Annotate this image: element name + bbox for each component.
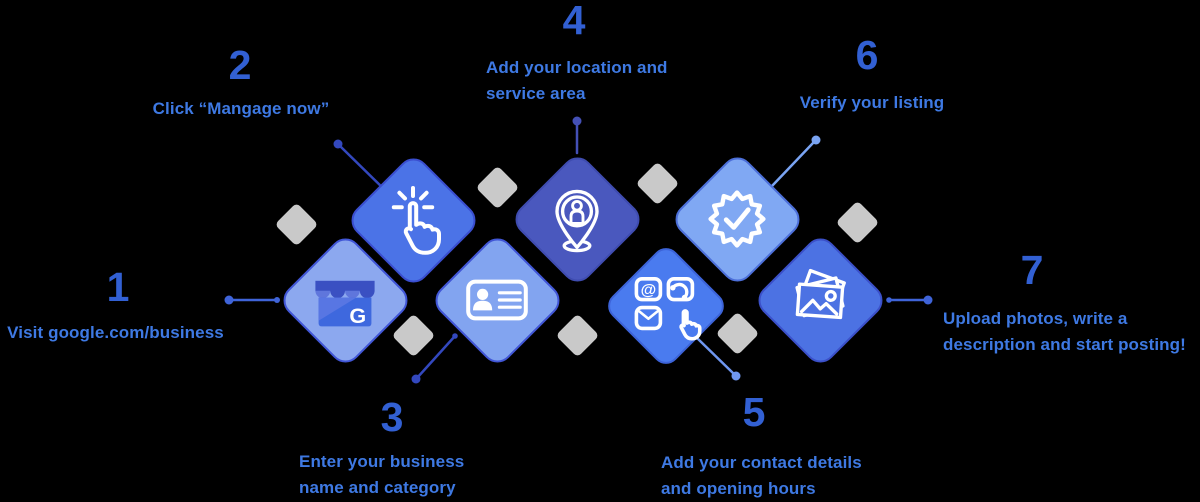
step-3-description: Enter your business name and category — [299, 449, 479, 501]
description-line: Upload photos, write a — [943, 309, 1128, 328]
photos-stack-icon — [780, 260, 860, 340]
description-line: Visit google.com/business — [7, 323, 224, 342]
step-7-description: Upload photos, write a description and s… — [943, 306, 1193, 358]
step-5-description: Add your contact details and opening hou… — [661, 450, 876, 502]
step-7-number: 7 — [1020, 247, 1044, 293]
description-line: Enter your business — [299, 452, 465, 471]
description-line: Verify your listing — [799, 93, 945, 112]
google-my-business-icon: G — [305, 260, 385, 340]
connector-dot — [224, 295, 234, 305]
description-line: service area — [486, 84, 586, 103]
svg-text:@: @ — [641, 282, 657, 299]
step-5-number: 5 — [742, 389, 766, 435]
tap-click-icon — [373, 180, 453, 260]
step-1-description: Visit google.com/business — [3, 320, 228, 346]
description-line: Add your contact details — [661, 453, 862, 472]
step-2-number: 2 — [228, 42, 252, 88]
step-1-number: 1 — [106, 264, 130, 310]
description-line: and opening hours — [661, 479, 816, 498]
business-card-icon — [457, 260, 537, 340]
step-6-description: Verify your listing — [792, 90, 952, 116]
connector-dot — [572, 116, 582, 126]
step-4-description: Add your location and service area — [486, 55, 686, 107]
connector-dot — [731, 371, 741, 381]
description-line: description and start posting! — [943, 335, 1186, 354]
svg-text:G: G — [349, 303, 366, 328]
step-6-number: 6 — [855, 32, 879, 78]
description-line: Add your location and — [486, 58, 668, 77]
location-pin-person-icon — [537, 177, 617, 257]
step-3-number: 3 — [380, 394, 404, 440]
step-2-description: Click “Mangage now” — [152, 96, 330, 122]
contact-methods-icon: @ — [626, 266, 706, 346]
description-line: Click “Mangage now” — [152, 99, 330, 118]
verified-badge-icon — [697, 179, 777, 259]
connector-dot — [923, 295, 933, 305]
step-4-number: 4 — [562, 0, 586, 43]
description-line: name and category — [299, 478, 456, 497]
connector-dot — [411, 374, 421, 384]
